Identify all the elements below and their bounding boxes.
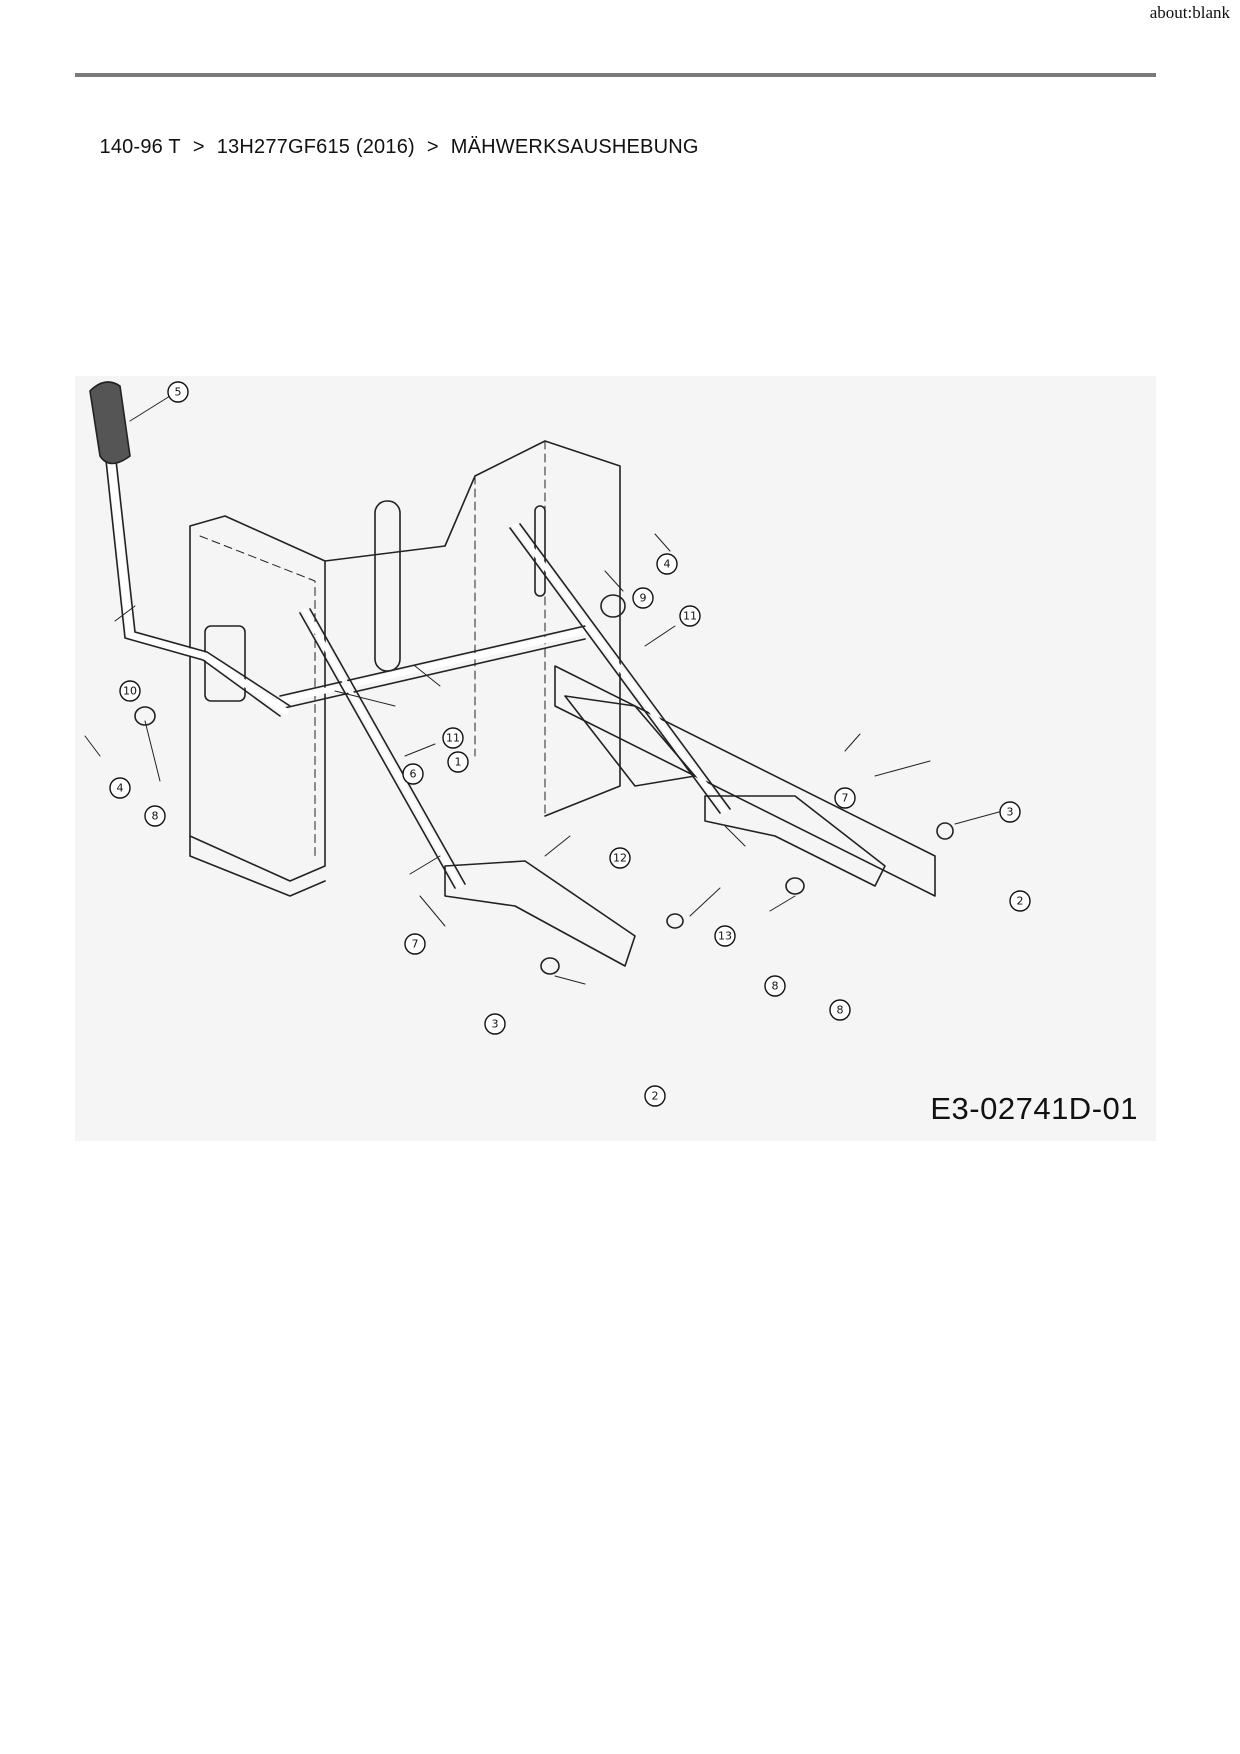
link-rod (302, 608, 463, 889)
breadcrumb-section: MÄHWERKSAUSHEBUNG (450, 136, 699, 158)
callout-label: 4 (117, 782, 124, 795)
link-rod (512, 523, 728, 814)
parts-diagram: 5 10 4 8 6 1 4 9 11 11 7 3 12 7 3 8 2 13… (75, 376, 1156, 1141)
diagram-code: E3-02741D-01 (930, 1091, 1138, 1126)
callout-marker (632, 587, 654, 609)
left-side-plate (189, 515, 326, 882)
callout-marker (484, 1013, 506, 1035)
callout-marker (402, 763, 424, 785)
callout-marker (167, 381, 189, 403)
callout-label: 8 (152, 810, 159, 823)
callout-marker (442, 727, 464, 749)
callout-marker (764, 975, 786, 997)
callout-marker (679, 605, 701, 627)
callout-label: 3 (1007, 806, 1014, 819)
callout-marker (834, 787, 856, 809)
callout-marker (447, 751, 469, 773)
breadcrumb-separator: > (192, 136, 205, 158)
breadcrumb: 140-96 T >13H277GF615 (2016) > MÄHWERKSAUSH… (88, 113, 699, 159)
breadcrumb-variant[interactable]: 13H277GF615 (2016) (216, 136, 415, 158)
callout-label: 8 (772, 980, 779, 993)
lift-arm-left (444, 860, 636, 967)
callout-label: 8 (837, 1004, 844, 1017)
callout-marker (829, 999, 851, 1021)
callout-label: 13 (718, 930, 732, 943)
callout-label: 7 (412, 938, 419, 951)
page-url-text: about:blank (1149, 3, 1230, 22)
callout-label: 12 (613, 852, 627, 865)
lift-handle (106, 447, 289, 715)
callout-marker (144, 805, 166, 827)
callout-label: 10 (123, 685, 137, 698)
header-rule (75, 73, 1156, 77)
callout-marker (714, 925, 736, 947)
callout-label: 1 (455, 756, 462, 769)
callout-marker (999, 801, 1021, 823)
callouts: 5 10 4 8 6 1 4 9 11 11 7 3 12 7 3 8 2 13… (109, 381, 1031, 1107)
callout-marker (109, 777, 131, 799)
callout-label: 11 (683, 610, 697, 623)
callout-marker (656, 553, 678, 575)
callout-label: 4 (664, 558, 671, 571)
callout-label: 3 (492, 1018, 499, 1031)
callout-label: 9 (640, 592, 647, 605)
callout-label: 11 (446, 732, 460, 745)
callout-label: 7 (842, 792, 849, 805)
callout-label: 2 (652, 1090, 659, 1103)
callout-label: 6 (410, 768, 417, 781)
breadcrumb-model[interactable]: 140-96 T (99, 136, 181, 158)
parts-diagram-drawing: 5 10 4 8 6 1 4 9 11 11 7 3 12 7 3 8 2 13… (84, 381, 1031, 1107)
callout-marker (119, 680, 141, 702)
lift-arm-right (704, 795, 886, 887)
cross-shaft (277, 628, 588, 704)
callout-marker (644, 1085, 666, 1107)
callout-marker (404, 933, 426, 955)
callout-label: 2 (1017, 895, 1024, 908)
right-frame-rail (554, 665, 936, 897)
callout-marker (609, 847, 631, 869)
callout-label: 5 (175, 386, 182, 399)
callout-marker (1009, 890, 1031, 912)
breadcrumb-separator: > (426, 136, 439, 158)
